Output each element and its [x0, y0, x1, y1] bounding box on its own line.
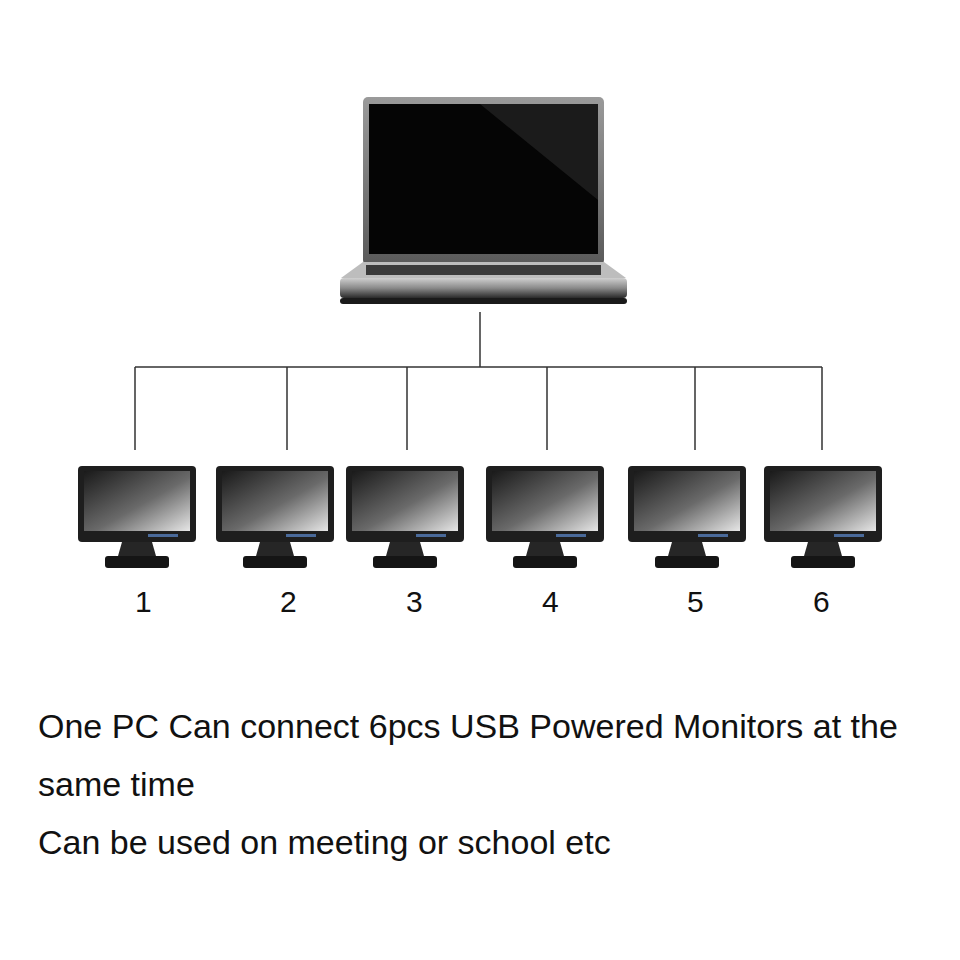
monitors — [78, 466, 882, 568]
monitor-number: 4 — [542, 585, 559, 619]
description-text: One PC Can connect 6pcs USB Powered Moni… — [38, 697, 938, 813]
connection-lines — [135, 312, 822, 450]
monitor-number: 6 — [813, 585, 830, 619]
monitor-number: 1 — [135, 585, 152, 619]
monitor-number: 2 — [280, 585, 297, 619]
monitor-number: 3 — [406, 585, 423, 619]
description-text: Can be used on meeting or school etc — [38, 813, 938, 871]
laptop — [340, 97, 627, 304]
monitor-number: 5 — [687, 585, 704, 619]
